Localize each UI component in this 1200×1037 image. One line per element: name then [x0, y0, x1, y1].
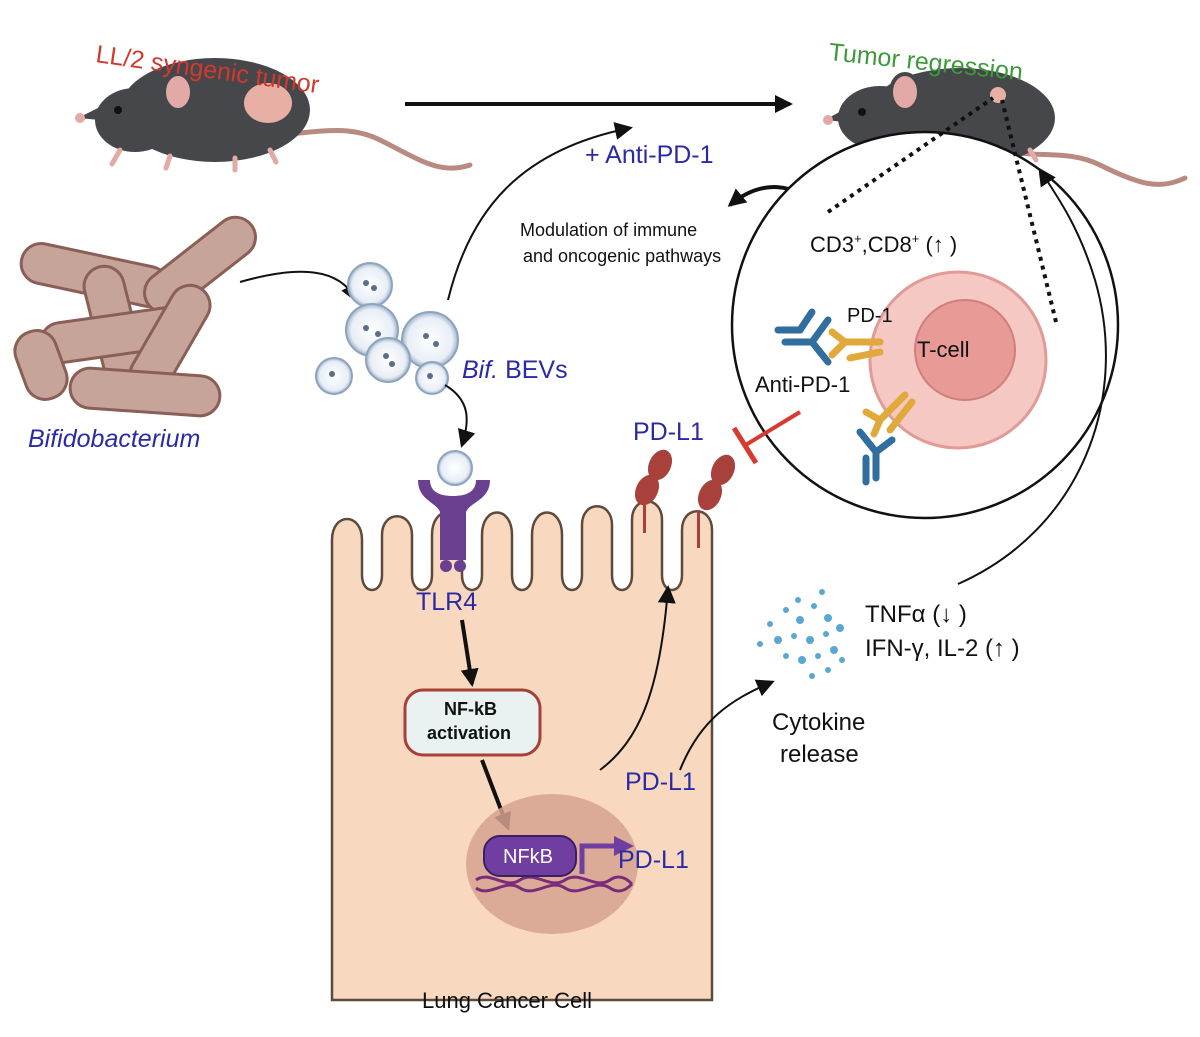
bifidobacterium-icon [13, 215, 257, 418]
tlr4-label: TLR4 [416, 588, 477, 616]
cd8-arrow: (↑ ) [919, 232, 957, 257]
pd1-label: PD-1 [847, 305, 893, 327]
tlr4-to-nfkb-arrow [460, 619, 479, 687]
pdl1-protein-icon [634, 449, 673, 533]
tlr4-receptor-icon [418, 480, 490, 572]
cd3-text: CD3 [810, 232, 854, 257]
pdl1-mid-label: PD-L1 [625, 768, 696, 796]
bacteria-to-bevs-arrow [239, 270, 358, 303]
tlr4-bound-vesicle-icon [437, 450, 473, 486]
pdl1-to-membrane-arrow [599, 585, 676, 771]
pdl1-gene-label: PD-L1 [618, 846, 689, 874]
bevs-vesicles-icon [315, 262, 459, 395]
cytokine-label-line1: Cytokine [772, 709, 865, 736]
bevs-label: Bif. BEVs [462, 356, 568, 384]
cytokine-to-mouse-arrow [957, 167, 1107, 585]
pd1-receptor-icon [828, 328, 884, 362]
cd8-text: ,CD8 [862, 232, 912, 257]
dna-helix-icon [475, 875, 634, 893]
pdl1-protein-icon-2 [697, 454, 736, 548]
tcell-label: T-cell [917, 337, 970, 362]
modulation-label-line1: Modulation of immune [520, 220, 697, 240]
nfkb-activation-box [403, 688, 542, 757]
nfkb-box-line2: activation [427, 723, 511, 743]
nfkb-box-line1: NF-kB [444, 699, 497, 719]
bevs-to-tlr4-arrow [444, 384, 476, 448]
vesicle-cargo-icon [329, 280, 439, 379]
cd3-cd8-label: CD3+,CD8+ (↑ ) [810, 231, 957, 257]
cell-to-cytokine-arrow [679, 679, 775, 771]
zoom-dotted-line-left [826, 96, 995, 214]
tnf-label: TNFα (↓ ) [865, 601, 967, 628]
antibody-icon [774, 308, 832, 366]
transcription-arrow-icon [579, 843, 618, 874]
modulation-label-line2: and oncogenic pathways [523, 246, 721, 266]
anti-pd1-label: Anti-PD-1 [755, 372, 850, 397]
cytokine-label-line2: release [780, 741, 859, 768]
nfkb-protein-label: NFkB [503, 846, 553, 868]
inhibition-icon [731, 410, 802, 465]
nfkb-protein-box [483, 835, 577, 877]
cell-name-label: Lung Cancer Cell [422, 988, 592, 1013]
bifidobacterium-label: Bifidobacterium [28, 425, 200, 453]
cd8-superscript: + [912, 231, 920, 246]
bevs-to-treatment-arrow [447, 122, 633, 301]
zoom-dotted-line-right [1000, 99, 1058, 323]
pd1-receptor-lower-icon [862, 391, 916, 438]
anti-pd1-treatment-label: + Anti-PD-1 [585, 141, 714, 169]
pdl1-top-label: PD-L1 [633, 418, 704, 446]
bevs-label-italic: Bif. [462, 356, 498, 384]
ifn-label: IFN-γ, IL-2 (↑ ) [865, 635, 1020, 662]
bevs-label-text: BEVs [498, 356, 567, 384]
cytokine-dots-icon [757, 589, 845, 679]
transcription-arrowhead-icon [614, 836, 634, 856]
cd3-superscript: + [854, 231, 862, 246]
antibody-lower-icon [856, 428, 896, 486]
mouse-with-tumor-icon [75, 58, 473, 173]
